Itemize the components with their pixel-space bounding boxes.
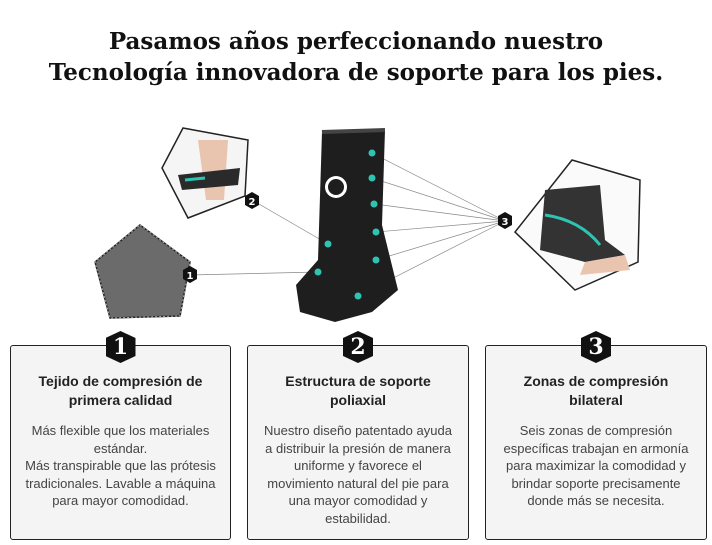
callout-badge-3: 3: [498, 212, 512, 229]
card-heading: Zonas de compresión bilateral: [523, 373, 669, 408]
card-body: Nuestro diseño patentado ayuda a distrib…: [264, 423, 452, 526]
number-badge: 3: [581, 331, 611, 363]
feature-card-fabric: 1 Tejido de compresión de primera calida…: [10, 331, 231, 540]
product-illustration: 1 2 3: [94, 127, 641, 322]
svg-text:3: 3: [502, 217, 509, 228]
callout-badge-1: 1: [183, 266, 197, 283]
svg-text:1: 1: [187, 271, 194, 282]
card-body: Más flexible que los materiales estándar…: [25, 423, 216, 508]
fabric-closeup-image: [94, 224, 191, 319]
strap-closeup-image: [161, 127, 249, 219]
callout-badge-2: 2: [245, 192, 259, 209]
headline: Pasamos años perfeccionando nuestro Tecn…: [0, 26, 712, 88]
headline-line-1: Pasamos años perfeccionando nuestro: [108, 28, 604, 55]
headline-line-2: Tecnología innovadora de soporte para lo…: [48, 59, 664, 86]
number-badge: 2: [343, 331, 373, 363]
feature-card-zones: 3 Zonas de compresión bilateral Seis zon…: [485, 331, 707, 540]
compression-zones-image: [513, 159, 641, 291]
card-heading: Tejido de compresión de primera calidad: [38, 373, 203, 408]
card-body: Seis zonas de compresión específicas tra…: [503, 423, 689, 508]
number-badge: 1: [105, 331, 136, 363]
feature-card-structure: 2 Estructura de soporte poliaxial Nuestr…: [247, 331, 469, 540]
ankle-sleeve-image: [296, 128, 398, 322]
svg-text:2: 2: [249, 197, 256, 208]
card-heading: Estructura de soporte poliaxial: [285, 373, 431, 408]
